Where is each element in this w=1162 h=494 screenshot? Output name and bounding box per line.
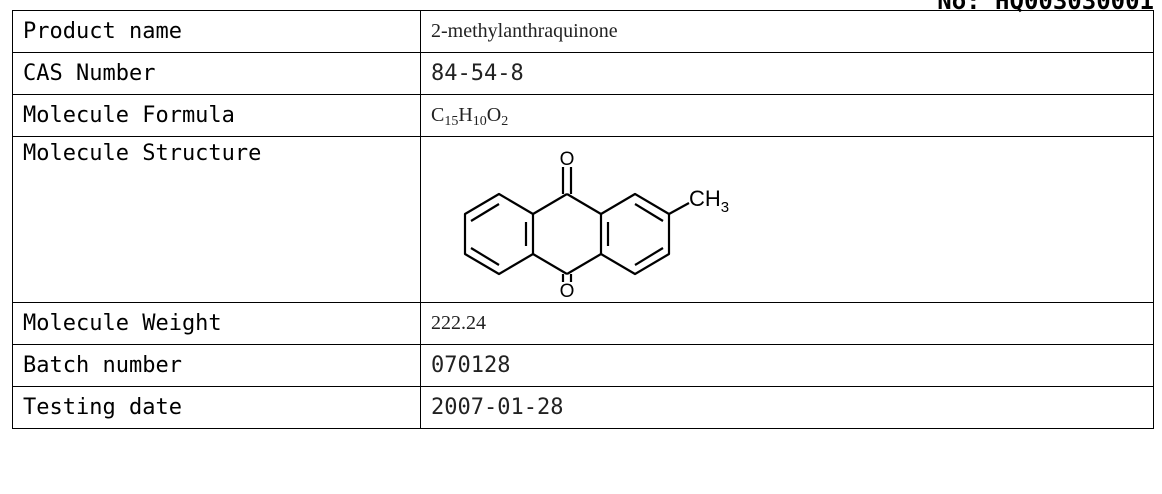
formula-count-h: 10 <box>472 114 487 129</box>
molecule-structure-cell: O O CH3 <box>420 136 1154 303</box>
product-name-value: 2-methylanthraquinone <box>420 10 1154 53</box>
methyl-subscript: 3 <box>721 199 729 216</box>
molecule-formula-value: C15H10O2 <box>420 94 1154 137</box>
carbonyl-oxygen-top: O <box>560 149 575 170</box>
molecule-formula-label: Molecule Formula <box>12 94 421 137</box>
molecule-structure-label: Molecule Structure <box>12 136 421 303</box>
table-row: Batch number 070128 <box>12 344 1154 387</box>
testing-date-label: Testing date <box>12 386 421 429</box>
formula-element-o: O <box>486 104 502 126</box>
table-row: Testing date 2007-01-28 <box>12 386 1154 429</box>
cas-number-value: 84-54-8 <box>420 52 1154 95</box>
product-spec-table: Product name 2-methylanthraquinone CAS N… <box>12 10 1154 429</box>
formula-count-o: 2 <box>501 114 509 129</box>
formula-element-h: H <box>458 104 473 126</box>
molecule-weight-value: 222.24 <box>420 302 1154 345</box>
batch-number-value: 070128 <box>420 344 1154 387</box>
methyl-ch: CH <box>689 186 721 211</box>
formula-count-c: 15 <box>444 114 459 129</box>
table-row: CAS Number 84-54-8 <box>12 52 1154 95</box>
table-row: Molecule Structure <box>12 136 1154 303</box>
molecule-bonds <box>463 167 690 282</box>
table-row: Molecule Formula C15H10O2 <box>12 94 1154 137</box>
table-row: Product name 2-methylanthraquinone <box>12 10 1154 53</box>
testing-date-value: 2007-01-28 <box>420 386 1154 429</box>
table-row: Molecule Weight 222.24 <box>12 302 1154 345</box>
molecule-weight-label: Molecule Weight <box>12 302 421 345</box>
product-name-label: Product name <box>12 10 421 53</box>
cas-number-label: CAS Number <box>12 52 421 95</box>
formula-element-c: C <box>431 104 445 126</box>
batch-number-label: Batch number <box>12 344 421 387</box>
molecule-structure-diagram: O O CH3 <box>463 149 729 298</box>
methyl-group-label: CH3 <box>689 186 729 216</box>
carbonyl-oxygen-bottom: O <box>560 281 575 298</box>
